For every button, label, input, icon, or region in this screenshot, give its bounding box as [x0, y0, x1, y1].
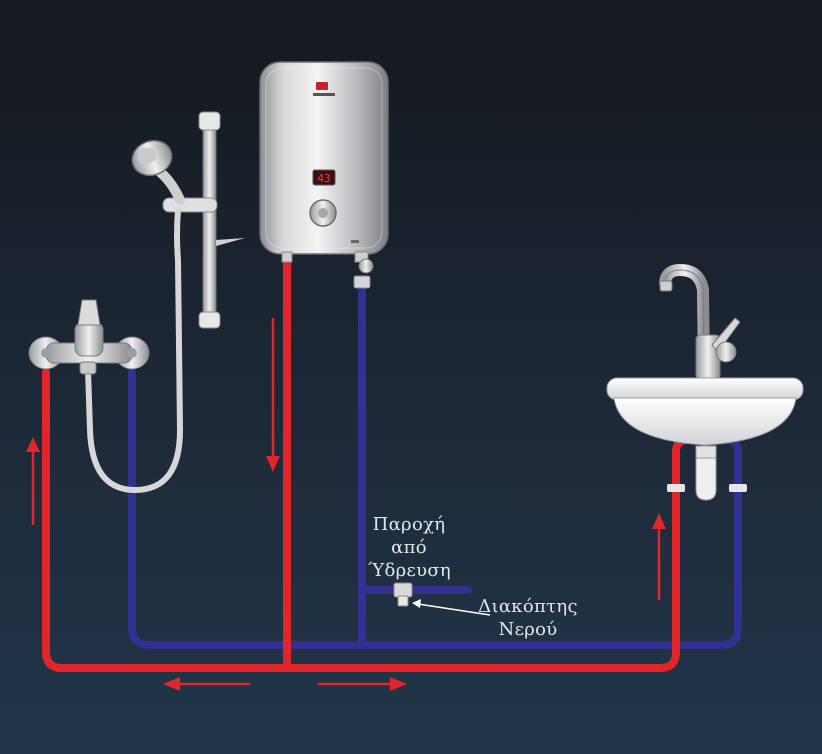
arrow-left-bottom [163, 677, 250, 691]
hot-pipe-main [42, 368, 692, 672]
water-heater-icon: 43 [259, 61, 389, 289]
valve-icon [393, 582, 413, 607]
arrow-right-bottom [318, 677, 407, 691]
sink-icon [606, 377, 804, 501]
shower-mixer-icon [28, 299, 150, 375]
hot-water-pipes [42, 254, 692, 672]
supply-label: Παροχή από Ύδρευση [368, 513, 452, 582]
supply-label-line3: Ύδρευση [368, 560, 452, 581]
valve-label-line1: Διακόπτης [478, 596, 578, 617]
shower-head-icon [131, 139, 185, 205]
supply-label-line2: από [391, 537, 427, 558]
heater-display: 43 [317, 172, 330, 185]
arrow-up-left [26, 437, 40, 525]
faucet-icon [659, 263, 741, 380]
cold-water-pipes [128, 276, 742, 649]
shower-hose [85, 207, 184, 494]
arrow-up-right [652, 513, 666, 600]
arrow-down-heater [266, 318, 280, 472]
supply-label-line1: Παροχή [372, 514, 446, 535]
valve-label: Διακόπτης Νερού [466, 595, 590, 641]
flow-arrows [26, 318, 666, 691]
valve-label-line2: Νερού [498, 619, 558, 640]
cold-pipe-main [128, 368, 742, 649]
shower-rail [162, 111, 245, 329]
sink-pipe-joints [667, 484, 747, 492]
brand-logo [313, 82, 335, 96]
valve-pointer-arrow [412, 599, 491, 616]
